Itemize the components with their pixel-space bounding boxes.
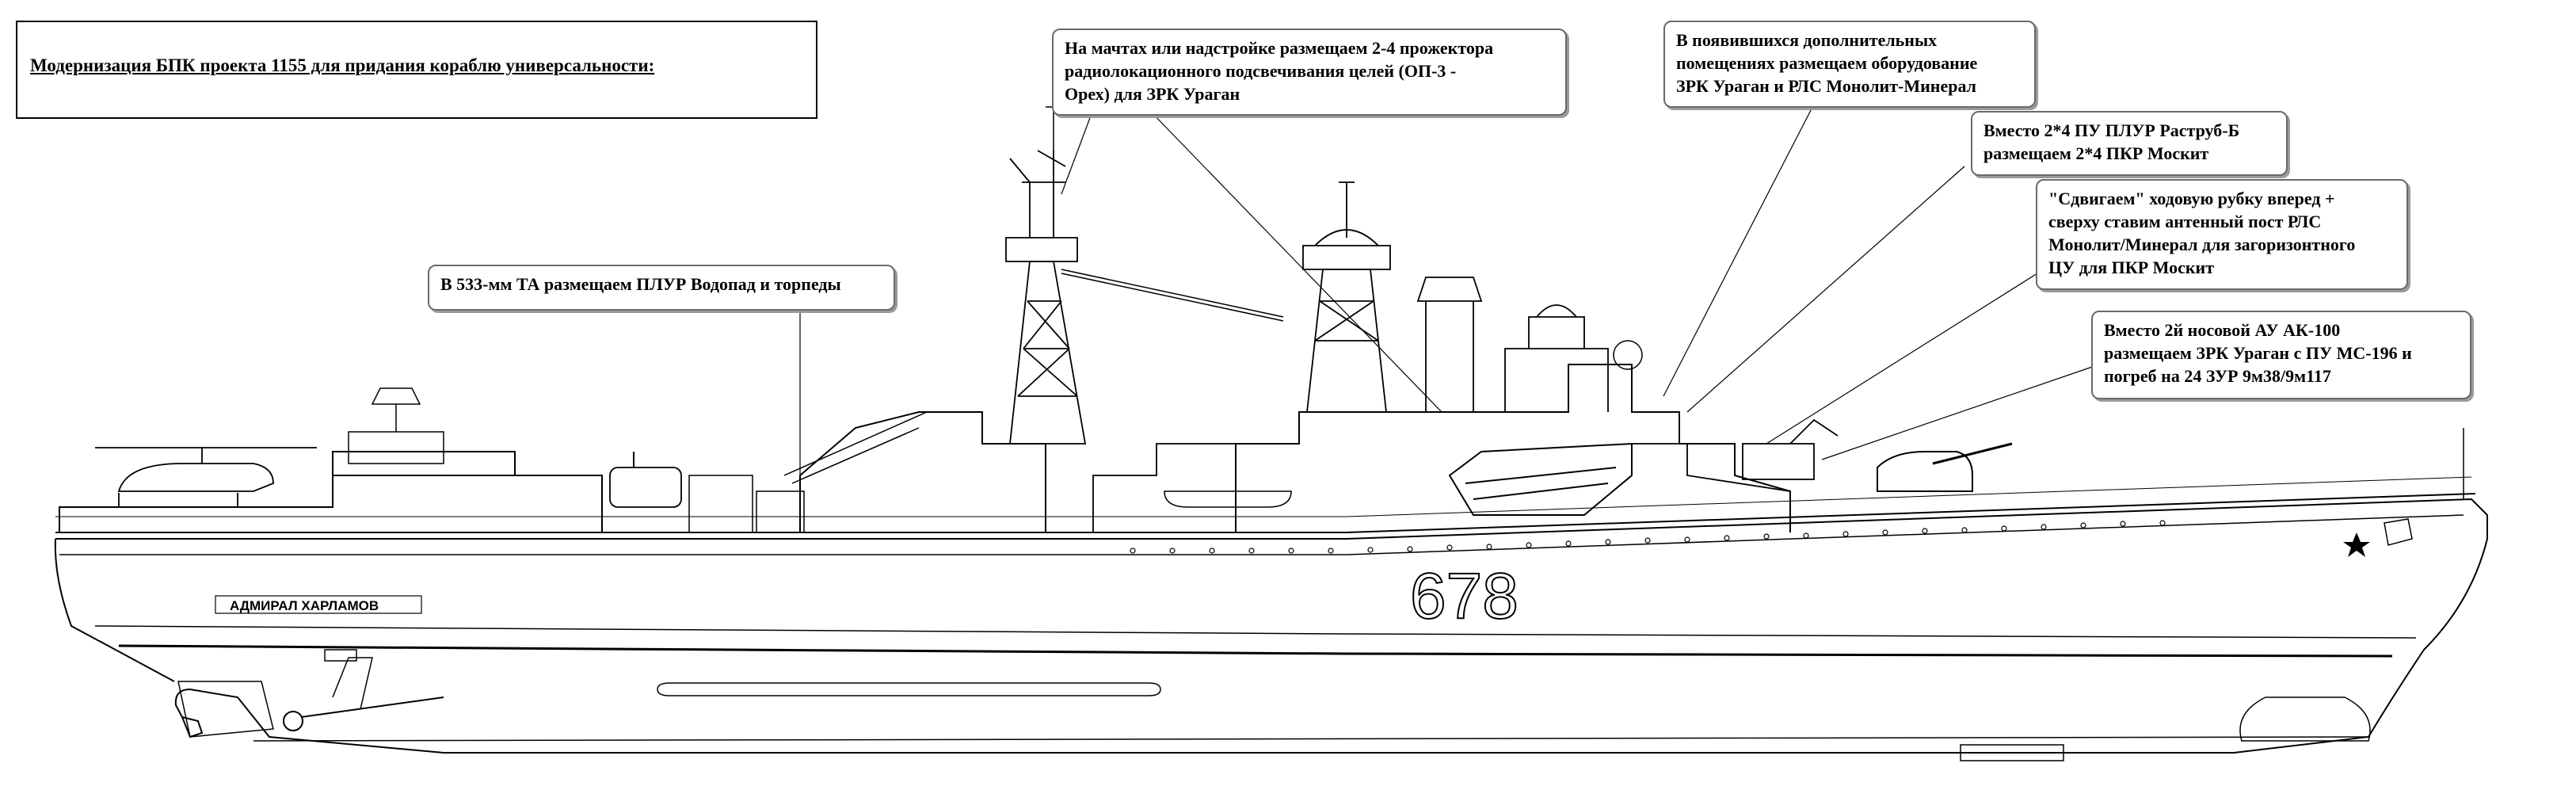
callout-line: размещаем ЗРК Ураган с ПУ МС-196 и (2104, 343, 2412, 363)
waterline (94, 625, 2417, 639)
page-title: Модернизация БПК проекта 1155 для придан… (30, 55, 655, 75)
fwd-mast-lattice (1305, 269, 1388, 413)
propeller-guard (324, 649, 357, 662)
name-plate-frame (215, 595, 422, 614)
callout-line: Вместо 2*4 ПУ ПЛУР Раструб-Б (1983, 120, 2240, 140)
callout-masts-illuminators: На мачтах или надстройке размещаем 2-4 п… (1052, 29, 1567, 116)
sonar-dome (2239, 696, 2371, 742)
boot-topping (118, 644, 2393, 658)
ak100-fwd-turret (1877, 451, 1973, 492)
portholes (1130, 520, 2166, 554)
bridge-block (1504, 348, 1609, 412)
aft-radar-mast (371, 387, 421, 432)
bilge-keel (657, 682, 1161, 696)
hull-outline (54, 498, 2488, 754)
aft-superstructure (59, 475, 603, 532)
gas-turbine-intakes (1092, 443, 1237, 532)
main-superstructure (1235, 364, 1791, 532)
callout-line: "Сдвигаем" ходовую рубку вперед + (2048, 189, 2335, 208)
callout-line: ЦУ для ПКР Москит (2048, 258, 2215, 277)
torpedo-tubes (756, 490, 805, 533)
anchor (2384, 518, 2413, 546)
callout-bridge-shift: "Сдвигаем" ходовую рубку вперед + сверху… (2036, 179, 2408, 290)
sonar-plate (1960, 744, 2064, 761)
uragan-launcher (1742, 443, 1815, 480)
fwd-deckhouse (1631, 443, 1791, 492)
antenna-post (1528, 304, 1585, 349)
callout-moskit-launchers: Вместо 2*4 ПУ ПЛУР Раструб-Б размещаем 2… (1971, 111, 2288, 176)
fwd-mast-top (1302, 181, 1391, 270)
helicopter (95, 447, 317, 507)
rudder (177, 681, 274, 738)
sheer-line (59, 514, 2464, 555)
callout-line: Вместо 2й носовой АУ АК-100 (2104, 320, 2341, 340)
hull-number: 678 (1410, 560, 1519, 632)
leader-lines (799, 88, 2100, 523)
radar-mast (1416, 277, 1483, 412)
hangar (332, 451, 516, 475)
uragan-arm (1789, 418, 1839, 445)
propeller-shaft (300, 696, 444, 718)
title-box: Модернизация БПК проекта 1155 для придан… (16, 21, 817, 119)
callout-line: погреб на 24 ЗУР 9м38/9м117 (2104, 366, 2331, 386)
boat (1164, 490, 1292, 508)
callout-line: сверху ставим антенный пост РЛС (2048, 212, 2322, 231)
callout-line: В 533-мм ТА размещаем ПЛУР Водопад и тор… (440, 274, 841, 294)
radar-dome (1613, 340, 1643, 370)
callout-torpedo-tubes: В 533-мм ТА размещаем ПЛУР Водопад и тор… (428, 265, 895, 311)
ak100-fwd-barrel (1932, 442, 2013, 465)
callout-line: размещаем 2*4 ПКР Москит (1983, 143, 2209, 163)
deck-railing (55, 476, 2472, 517)
aft-funnel-block (799, 411, 1046, 532)
shaft-bracket (332, 657, 373, 710)
callout-line: радиолокационного подсвечивания целей (О… (1065, 61, 1457, 81)
aft-radar-house (348, 431, 444, 464)
moskit-launcher (1448, 442, 1633, 516)
callout-line: Монолит/Минерал для загоризонтного (2048, 235, 2356, 254)
callout-ak100-replacement: Вместо 2й носовой АУ АК-100 размещаем ЗР… (2091, 311, 2471, 399)
callout-line: На мачтах или надстройке размещаем 2-4 п… (1065, 38, 1494, 58)
propeller-hub (283, 711, 303, 731)
aft-mast-lattice (1008, 261, 1087, 445)
aft-deckhouse (688, 475, 753, 533)
callout-line: Орех) для ЗРК Ураган (1065, 84, 1240, 104)
star-emblem (2343, 532, 2370, 557)
crane-boom (783, 411, 928, 484)
aft-mast-top (1005, 150, 1078, 262)
aft-ak100-turret (609, 467, 682, 508)
ship-name-plate: АДМИРАЛ ХАРЛАМОВ (230, 598, 379, 613)
callout-line: В появившихся дополнительных (1676, 30, 1938, 50)
deck-line (55, 493, 2476, 533)
callout-line: помещениях размещаем оборудование (1676, 53, 1978, 73)
keel-line (253, 736, 2369, 742)
callout-line: ЗРК Ураган и РЛС Монолит-Минерал (1676, 76, 1977, 96)
aft-mast-yard (1061, 269, 1284, 322)
callout-new-compartments: В появившихся дополнительных помещениях … (1663, 21, 2036, 108)
